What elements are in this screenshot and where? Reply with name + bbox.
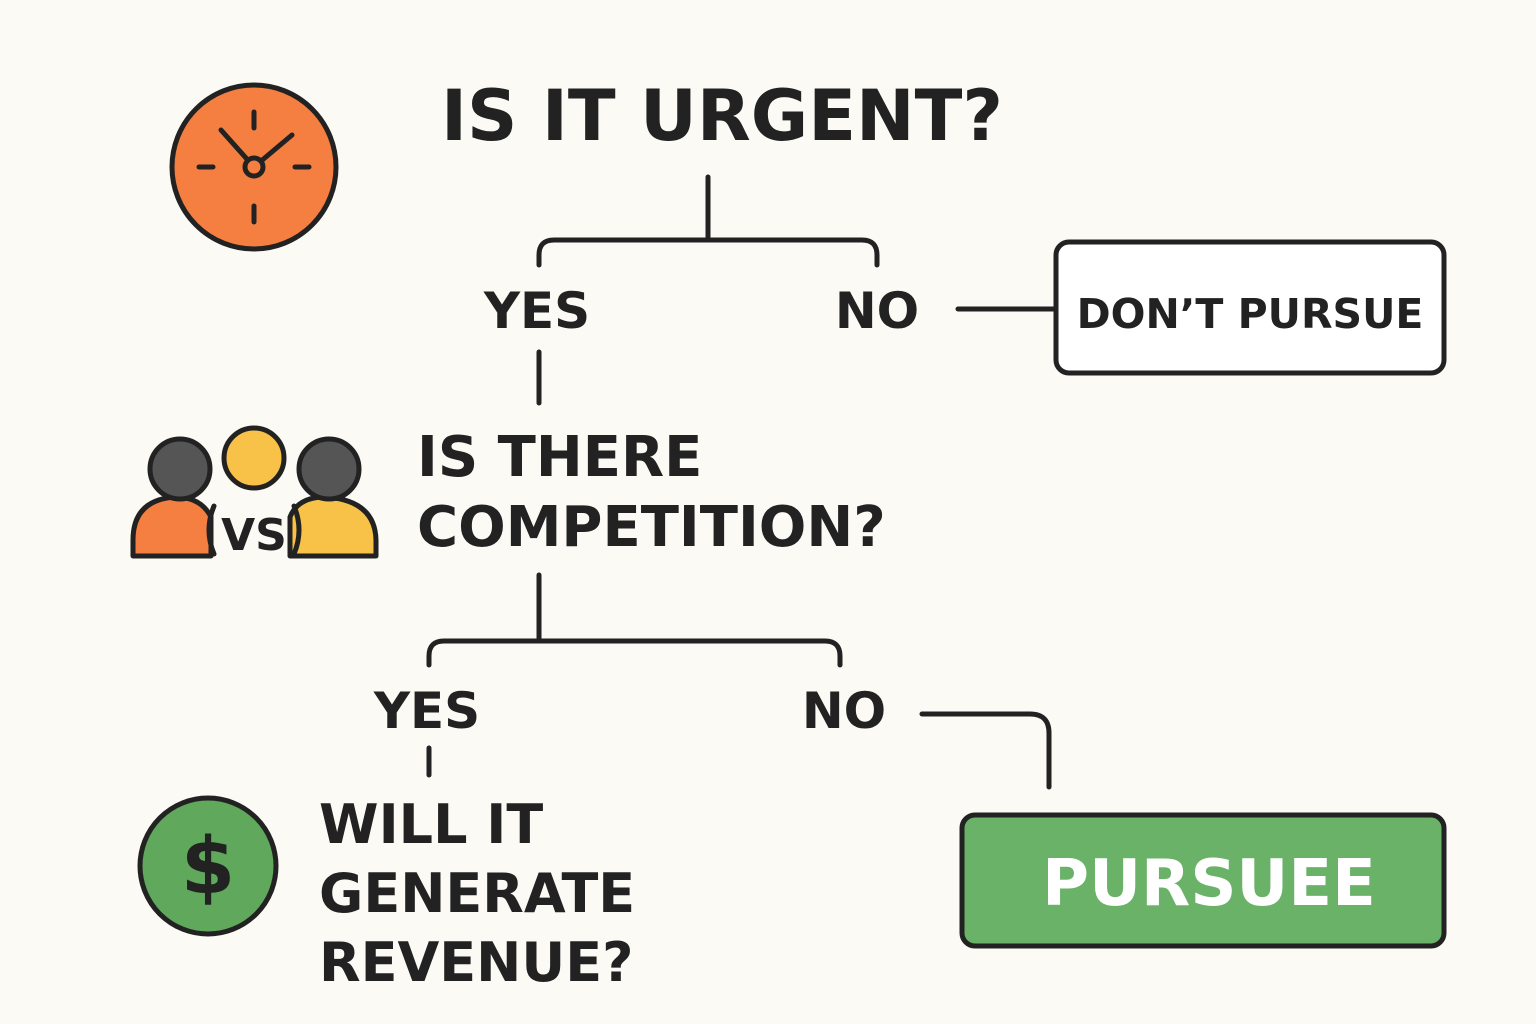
branch-no-competition: NO: [802, 682, 886, 740]
question-revenue-line-1: WILL IT: [319, 793, 543, 856]
dollar-sign: $: [181, 822, 235, 912]
question-revenue: WILL IT GENERATE REVENUE?: [319, 793, 635, 994]
vs-badge: VS: [221, 510, 287, 561]
outcome-pursue-label: PURSUEE: [1042, 847, 1376, 921]
question-competition: IS THERE COMPETITION?: [417, 425, 886, 560]
branch-no-urgent: NO: [835, 282, 919, 340]
branch-yes-competition: YES: [373, 682, 480, 740]
outcome-dont-pursue: DON’T PURSUE: [1053, 239, 1447, 376]
dollar-coin-icon: $: [137, 795, 279, 937]
question-revenue-line-2: GENERATE: [319, 862, 635, 925]
outcome-pursue: PURSUEE: [959, 812, 1447, 949]
question-competition-line-1: IS THERE: [417, 425, 702, 490]
branch-yes-urgent: YES: [483, 282, 590, 340]
clock-icon: [169, 82, 339, 252]
question-urgent: IS IT URGENT?: [441, 75, 1003, 157]
branch-connector-competition: [426, 572, 843, 668]
people-versus-icon: VS: [130, 425, 379, 561]
branch-connector-urgent: [536, 174, 880, 268]
question-competition-line-2: COMPETITION?: [417, 495, 886, 560]
outcome-dont-pursue-label: DON’T PURSUE: [1077, 290, 1424, 338]
question-revenue-line-3: REVENUE?: [319, 931, 633, 994]
connector-no-to-pursue: [919, 711, 1052, 790]
